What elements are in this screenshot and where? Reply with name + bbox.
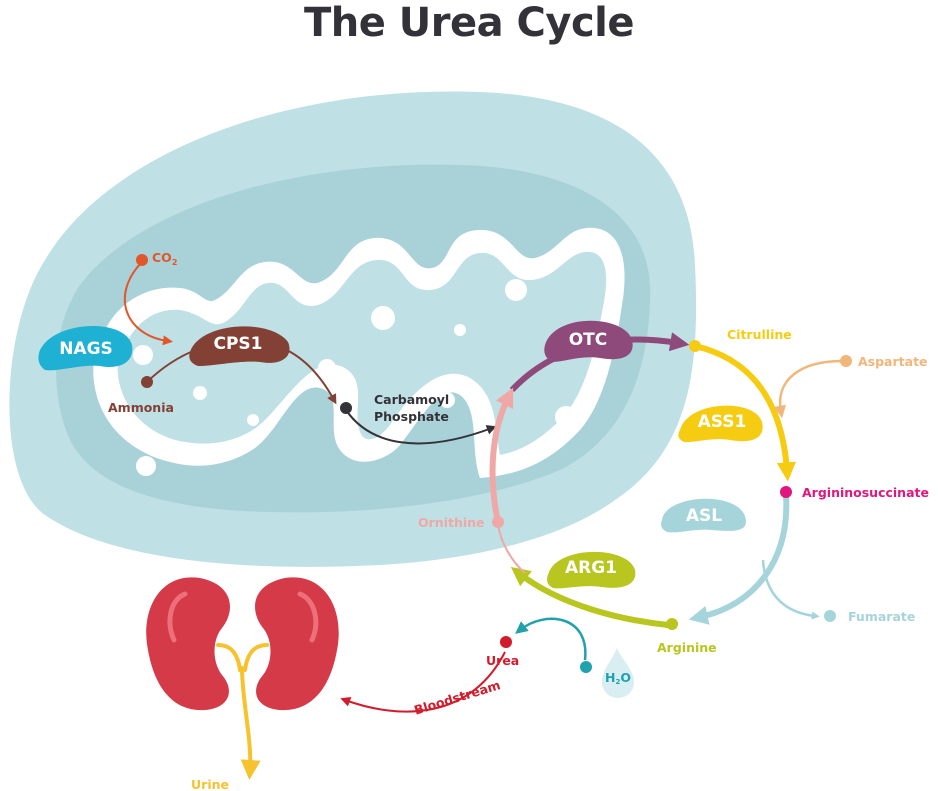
arg1-shape [547, 551, 636, 589]
carbamoyl-to-otc-arrow [345, 409, 497, 445]
bloodstream-arrow [340, 651, 506, 713]
arginine-node [666, 618, 678, 630]
enzyme-ass1: ASS1 [678, 405, 763, 443]
asl-label: ASL [686, 506, 722, 526]
cps1-label: CPS1 [213, 334, 262, 354]
carbamoyl-label-line1: Carbamoyl [374, 392, 449, 407]
right-kidney-highlight [297, 591, 319, 643]
fumarate-node [824, 610, 836, 622]
argininosuccinate-node [780, 486, 792, 498]
fumarate-label: Fumarate [848, 609, 915, 624]
arginine-to-ornithine-arrow [510, 566, 669, 628]
nags-label: NAGS [59, 339, 113, 359]
left-kidney-highlight [167, 591, 188, 643]
page-title: The Urea Cycle [303, 0, 635, 46]
argininosuccinate-label: Argininosuccinate [802, 485, 929, 500]
matrix-granules [133, 279, 608, 476]
metabolite-nodes [136, 254, 852, 698]
bloodstream-label: Bloodstream [412, 677, 502, 717]
enzyme-cps1: CPS1 [189, 326, 290, 366]
aspartate-arrow [773, 359, 847, 419]
urea-label: Urea [486, 653, 519, 668]
kidneys-illustration [146, 577, 339, 770]
ornithine-label: Ornithine [418, 515, 485, 530]
aspartate-label: Aspartate [858, 354, 928, 369]
citrulline-node [689, 340, 701, 352]
mitochondrion [9, 91, 697, 567]
cps1-shape [189, 326, 290, 366]
co2-node [136, 254, 148, 266]
enzyme-asl: ASL [661, 498, 746, 533]
carbamoyl-label-line2: Phosphate [374, 409, 449, 424]
water-drop-icon [602, 648, 634, 698]
otc-shape [544, 320, 633, 362]
otc-label: OTC [569, 330, 608, 350]
ass1-shape [678, 405, 763, 443]
ass1-label: ASS1 [698, 412, 747, 432]
ornithine-to-otc-arrow [489, 387, 514, 523]
enzyme-otc: OTC [544, 320, 633, 362]
arginine-label: Arginine [657, 640, 717, 655]
co2-arrow [123, 261, 173, 346]
arg1-label: ARG1 [565, 558, 617, 578]
enzyme-nags: NAGS [38, 326, 133, 371]
enzyme-arg1: ARG1 [547, 551, 636, 589]
carbamoyl-phosphate-node [340, 402, 352, 414]
urea-node [500, 636, 512, 648]
water-label: H2O [605, 670, 631, 686]
aspartate-node [840, 355, 852, 367]
asl-shape [661, 498, 746, 533]
water-to-urea-arrow [515, 617, 587, 661]
ornithine-return-arrow [497, 523, 526, 574]
water-node [580, 661, 592, 673]
citrulline-to-argininosuccinate-arrow [694, 343, 796, 482]
ammonia-label: Ammonia [108, 400, 174, 415]
fumarate-arrow [761, 559, 820, 620]
co2-label: CO2 [152, 250, 177, 267]
inner-matrix [117, 251, 607, 455]
ammonia-node [141, 376, 153, 388]
ornithine-node [492, 516, 504, 528]
left-kidney [146, 577, 230, 711]
citrulline-label: Citrulline [727, 327, 792, 342]
urine-label: Urine [191, 777, 229, 791]
nags-shape [38, 326, 133, 371]
right-kidney [255, 577, 339, 711]
ureter [216, 643, 269, 770]
